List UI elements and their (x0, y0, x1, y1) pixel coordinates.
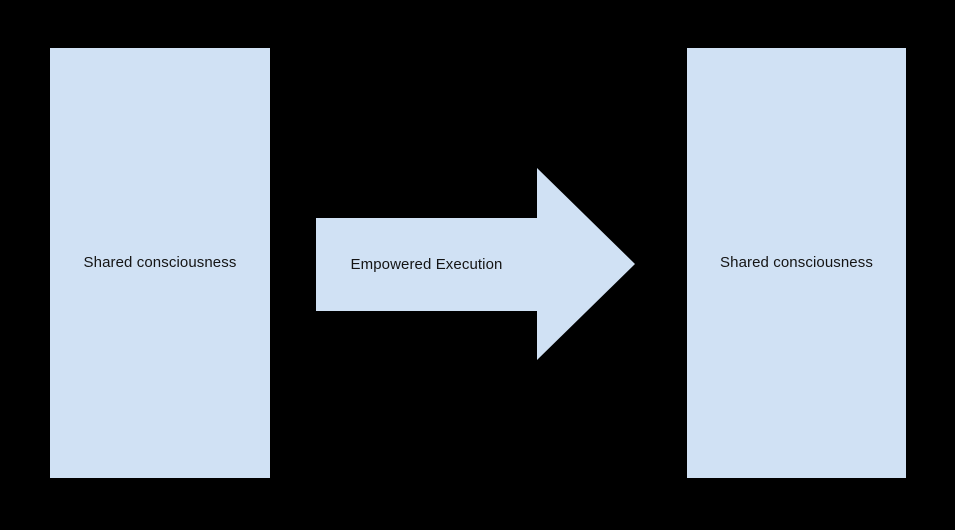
node-label: Shared consciousness (720, 254, 873, 271)
node-shared-consciousness-right[interactable]: Shared consciousness (687, 48, 906, 478)
node-shared-consciousness-left[interactable]: Shared consciousness (50, 48, 270, 478)
connector-label-wrap: Empowered Execution (316, 168, 537, 361)
node-label: Shared consciousness (83, 254, 237, 271)
block-arrow-icon (316, 168, 635, 360)
connector-label: Empowered Execution (350, 255, 503, 273)
connector-empowered-execution[interactable]: Empowered Execution (316, 168, 636, 361)
